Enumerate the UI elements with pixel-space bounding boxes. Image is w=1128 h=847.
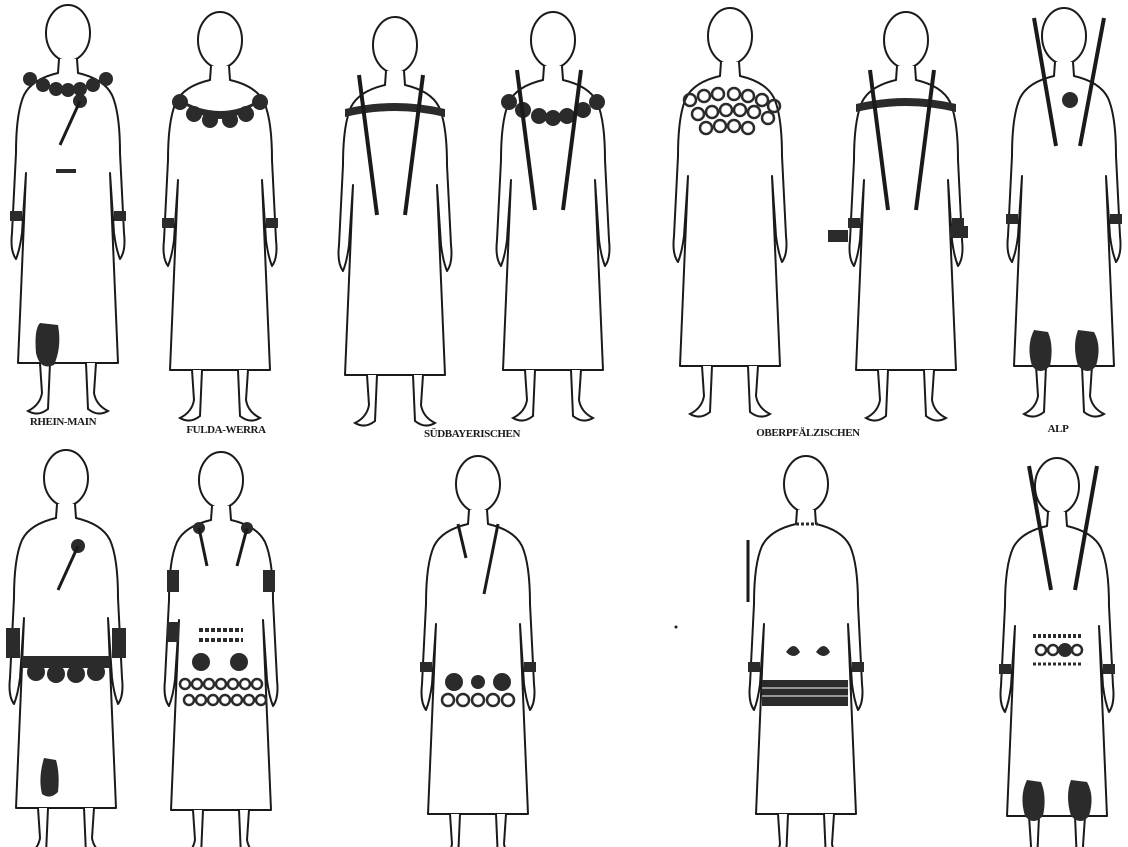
label-rhein-main: RHEIN-MAIN: [30, 416, 97, 428]
label-sudbayerischen: SÜDBAYERISCHEN: [424, 427, 521, 440]
figure-sudbayerischen-front: [339, 17, 452, 426]
speck: [675, 626, 678, 629]
figure-sudbayerischen-back: [420, 456, 536, 847]
label-oberpfalzischen: OBERPFÄLZISCHEN: [756, 426, 860, 439]
figure-fulda-werra-front: [162, 12, 278, 421]
label-fulda-werra: FULDA-WERRA: [186, 424, 266, 436]
figure-sudbayerischen-front-2: [497, 12, 610, 421]
figure-rhein-main-back: [6, 450, 126, 847]
figure-oberpfalzischen-front: [674, 8, 787, 417]
figure-fulda-werra-back: [165, 452, 278, 847]
figure-rhein-main-front: [10, 5, 126, 414]
label-alp: ALP: [1048, 423, 1069, 435]
figure-alp-front: [1006, 8, 1122, 417]
figure-oberpfalzischen-back-2: [748, 456, 864, 847]
figure-alp-back: [999, 458, 1115, 847]
figure-oberpfalzischen-back: [828, 12, 968, 421]
